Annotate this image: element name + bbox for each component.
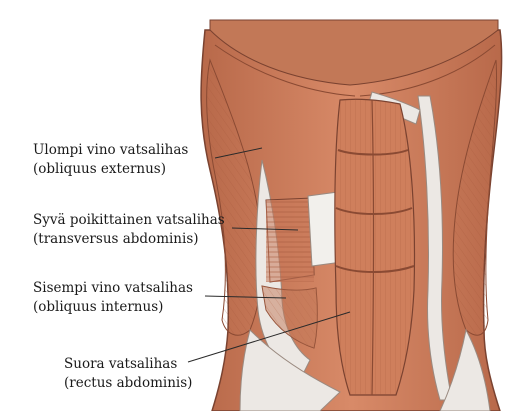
- label-transversus-abdominis-line1: Syvä poikittainen vatsalihas: [33, 211, 225, 230]
- label-rectus-abdominis-line1: Suora vatsalihas: [64, 355, 192, 374]
- label-obliquus-externus-line1: Ulompi vino vatsalihas: [33, 141, 188, 160]
- label-rectus-abdominis-line2: (rectus abdominis): [64, 374, 192, 393]
- label-obliquus-internus-line1: Sisempi vino vatsalihas: [33, 279, 193, 298]
- label-obliquus-externus-line2: (obliquus externus): [33, 160, 188, 179]
- label-transversus-abdominis: Syvä poikittainen vatsalihas (transversu…: [33, 211, 225, 249]
- label-rectus-abdominis: Suora vatsalihas (rectus abdominis): [64, 355, 192, 393]
- label-obliquus-internus: Sisempi vino vatsalihas (obliquus intern…: [33, 279, 193, 317]
- label-obliquus-externus: Ulompi vino vatsalihas (obliquus externu…: [33, 141, 188, 179]
- rectus-abdominis-shape: [335, 99, 415, 395]
- label-transversus-abdominis-line2: (transversus abdominis): [33, 230, 225, 249]
- label-obliquus-internus-line2: (obliquus internus): [33, 298, 193, 317]
